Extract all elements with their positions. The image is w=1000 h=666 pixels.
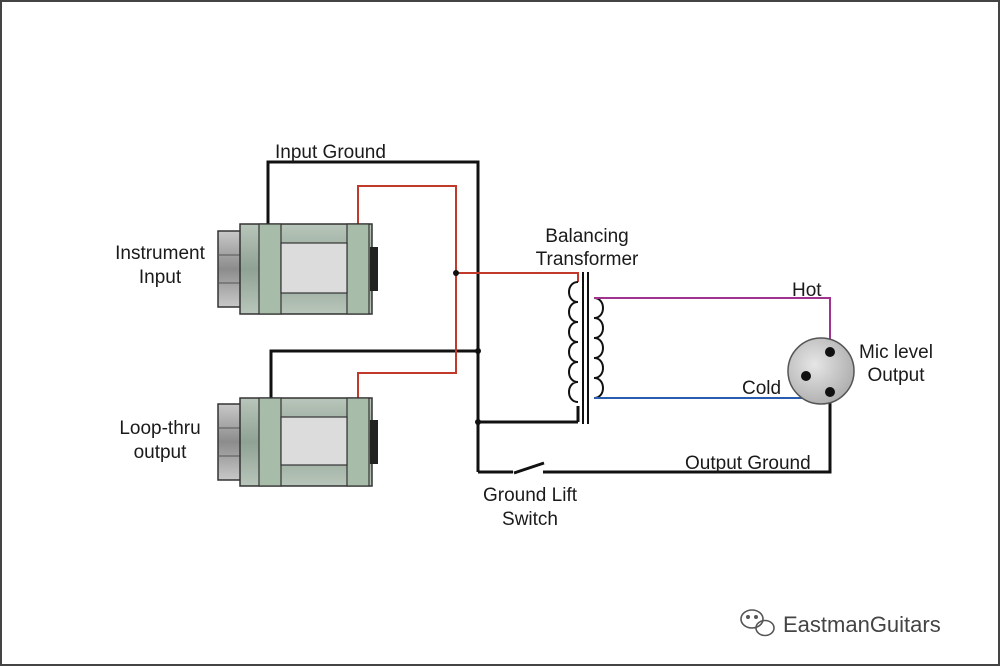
hot-label: Hot (792, 280, 822, 301)
primary-coil (568, 281, 579, 403)
transformer-input-wire (456, 272, 579, 282)
input-ground-label: Input Ground (275, 142, 386, 163)
mic-output-label-line2: Output (867, 365, 925, 386)
transformer-label-line2: Transformer (536, 249, 639, 270)
hot-wire (594, 297, 831, 352)
mic-output-label-line1: Mic level (859, 342, 933, 363)
instrument-input-label-line2: Input (139, 267, 182, 288)
loop-thru-jack-icon (217, 397, 378, 487)
loop-thru-label-line2: output (134, 442, 188, 463)
junction-dot (475, 348, 481, 354)
instrument-input-label-line1: Instrument (115, 243, 205, 264)
cold-label: Cold (742, 378, 781, 399)
input-signal-wire (357, 185, 457, 398)
junction-dot (475, 419, 481, 425)
input-ground-wire (266, 160, 480, 472)
ground-pin (825, 387, 835, 397)
transformer-label-line1: Balancing (545, 226, 628, 247)
ground-lift-switch-label-line2: Switch (502, 509, 558, 530)
output-ground-label: Output Ground (685, 453, 811, 474)
watermark-text: EastmanGuitars (783, 612, 941, 637)
loop-thru-label-line1: Loop-thru (119, 418, 200, 439)
secondary-coil (593, 297, 604, 399)
wechat-icon (740, 609, 775, 637)
loop-ground-wire (269, 349, 478, 398)
instrument-input-jack-icon (217, 223, 378, 315)
junction-dot (453, 270, 459, 276)
signal-wires (357, 185, 579, 398)
output-ground-wire (543, 392, 832, 474)
ground-wires (266, 160, 832, 475)
switch-blade (513, 461, 545, 475)
transformer-icon (568, 272, 604, 424)
hot-pin (825, 347, 835, 357)
cold-pin (801, 371, 811, 381)
xlr-connector-icon (787, 337, 855, 405)
ground-lift-switch-label-line1: Ground Lift (483, 485, 578, 506)
